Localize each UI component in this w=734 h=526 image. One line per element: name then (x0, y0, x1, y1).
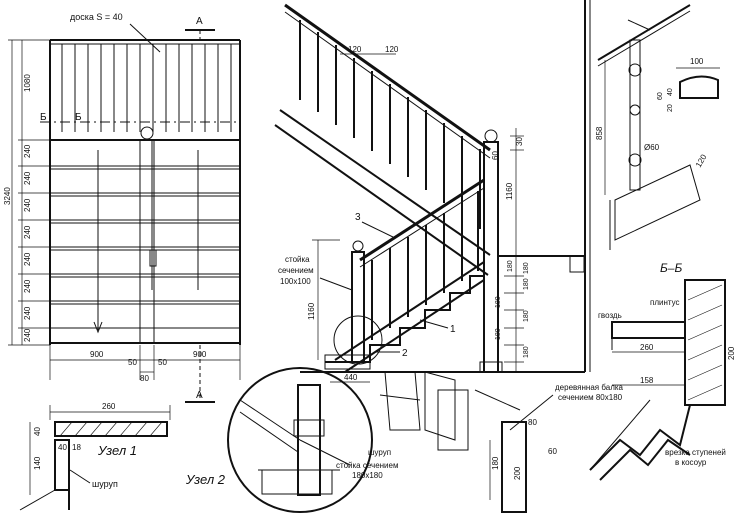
baluster-width-2: 120 (385, 45, 399, 54)
post-label-3: 100x100 (280, 277, 311, 286)
riser-dim: 180 (495, 328, 502, 340)
notch-label-2: в косоур (675, 458, 707, 467)
lower-balusters (371, 191, 479, 340)
rail-detail: 858 Ø60 100 40 60 20 120 (595, 4, 720, 250)
plan-section-a-top: А (196, 16, 203, 27)
plan-total-height: 3240 (3, 187, 12, 205)
section-bb-w260: 260 (640, 343, 654, 352)
node1-dim-18: 18 (72, 443, 81, 452)
section-bb-h200: 200 (727, 346, 734, 360)
landing-boards (61, 44, 232, 132)
beam-label-2: сечением 80x180 (558, 393, 623, 402)
beam-dim-200: 200 (513, 466, 522, 480)
node-2: шуруп стойка сечением 180x180 Узел 2 (185, 367, 398, 513)
plan-step-dim: 240 (23, 144, 32, 158)
beam-dim-180: 180 (491, 456, 500, 470)
beam-detail: 180 200 80 60 деревянная балка сечением … (379, 371, 624, 513)
node1-dim-140: 140 (33, 456, 42, 470)
callout-1: 1 (450, 324, 456, 335)
node2-title: Узел 2 (185, 472, 226, 487)
plan-section-b-left: Б (40, 112, 47, 123)
rail-d40: 40 (667, 88, 674, 96)
plan-step-dim: 240 (23, 252, 32, 266)
plan-width-dim: 50 (128, 358, 137, 367)
plan-section-b-right: Б (75, 112, 82, 123)
callout-3: 3 (355, 212, 361, 223)
node1-dim-40: 40 (33, 427, 42, 436)
plan-step-dim: 240 (23, 306, 32, 320)
post-label-1: стойка (285, 255, 310, 264)
rail-d60: 60 (657, 92, 664, 100)
rail-d120: 120 (694, 152, 709, 169)
plan-steps (50, 139, 240, 344)
rail-diameter: Ø60 (644, 143, 660, 152)
plan-step-dim: 240 (23, 279, 32, 293)
node-1: 260 40 40 18 140 Узел 1 шуруп (19, 402, 171, 511)
node2-screw: шуруп (368, 448, 391, 457)
node2-post-2: 180x180 (352, 471, 383, 480)
plan-width-dim: 50 (158, 358, 167, 367)
elevation-top-small2: 60 (491, 151, 500, 160)
elevation-height-2: 1160 (505, 182, 514, 200)
section-bb-nail: гвоздь (598, 311, 622, 320)
plan-left-dims: 3240 1080 240 240 240 240 240 240 240 24… (3, 39, 50, 346)
node1-width: 260 (102, 402, 116, 411)
riser-dim: 180 (523, 346, 530, 358)
plan-width-dim: 900 (90, 350, 104, 359)
riser-dim: 180 (523, 262, 530, 274)
section-bb-title: Б–Б (660, 261, 682, 275)
plan-width-dim: 900 (193, 350, 207, 359)
baluster-width-1: 120 (348, 45, 362, 54)
plan-step-dim: 240 (23, 198, 32, 212)
plan-bottom-dim: 80 (140, 374, 149, 383)
section-bb-w158: 158 (640, 376, 654, 385)
section-bb-plinth: плинтус (650, 298, 680, 307)
riser-dim: 180 (523, 278, 530, 290)
callout-2: 2 (402, 348, 408, 359)
elevation-height-1: 1160 (307, 302, 316, 320)
riser-dims: 180 180 180 180 180 180 180 (495, 255, 530, 363)
notch-detail: врезка ступеней в косоур (589, 399, 726, 481)
board-label: доска S = 40 (70, 12, 123, 22)
section-bb: Б–Б плинтус гвоздь 260 200 158 (598, 261, 734, 406)
plan-step-dim: 240 (23, 171, 32, 185)
riser-dim: 180 (495, 296, 502, 308)
rail-height: 858 (595, 126, 604, 140)
node1-title: Узел 1 (97, 443, 137, 458)
rail-width: 100 (690, 57, 704, 66)
rail-d20: 20 (667, 104, 674, 112)
notch-label-1: врезка ступеней (665, 448, 726, 457)
plan-step-dim: 240 (23, 328, 32, 342)
riser-dim: 180 (507, 260, 514, 272)
plan-bottom-dims: 900 50 50 900 80 (49, 345, 241, 383)
beam-dim-60: 60 (548, 447, 557, 456)
beam-label-1: деревянная балка (555, 383, 624, 392)
node2-post-1: стойка сечением (336, 461, 398, 470)
elevation-bottom-dim: 440 (344, 373, 358, 382)
beam-dim-80: 80 (528, 418, 537, 427)
post-label-2: сечением (278, 266, 314, 275)
node1-dim-40b: 40 (58, 443, 67, 452)
elevation-top-small: 30 (515, 137, 524, 146)
node1-screw: шуруп (92, 479, 118, 489)
riser-dim: 180 (523, 310, 530, 322)
elevation-view: 3 1 2 стойка сечением 100x100 120 120 11… (274, 0, 591, 383)
plan-view: Б Б А А доска S = 40 3240 1080 240 (3, 12, 241, 403)
plan-top-dim: 1080 (23, 74, 32, 92)
plan-step-dim: 240 (23, 225, 32, 239)
